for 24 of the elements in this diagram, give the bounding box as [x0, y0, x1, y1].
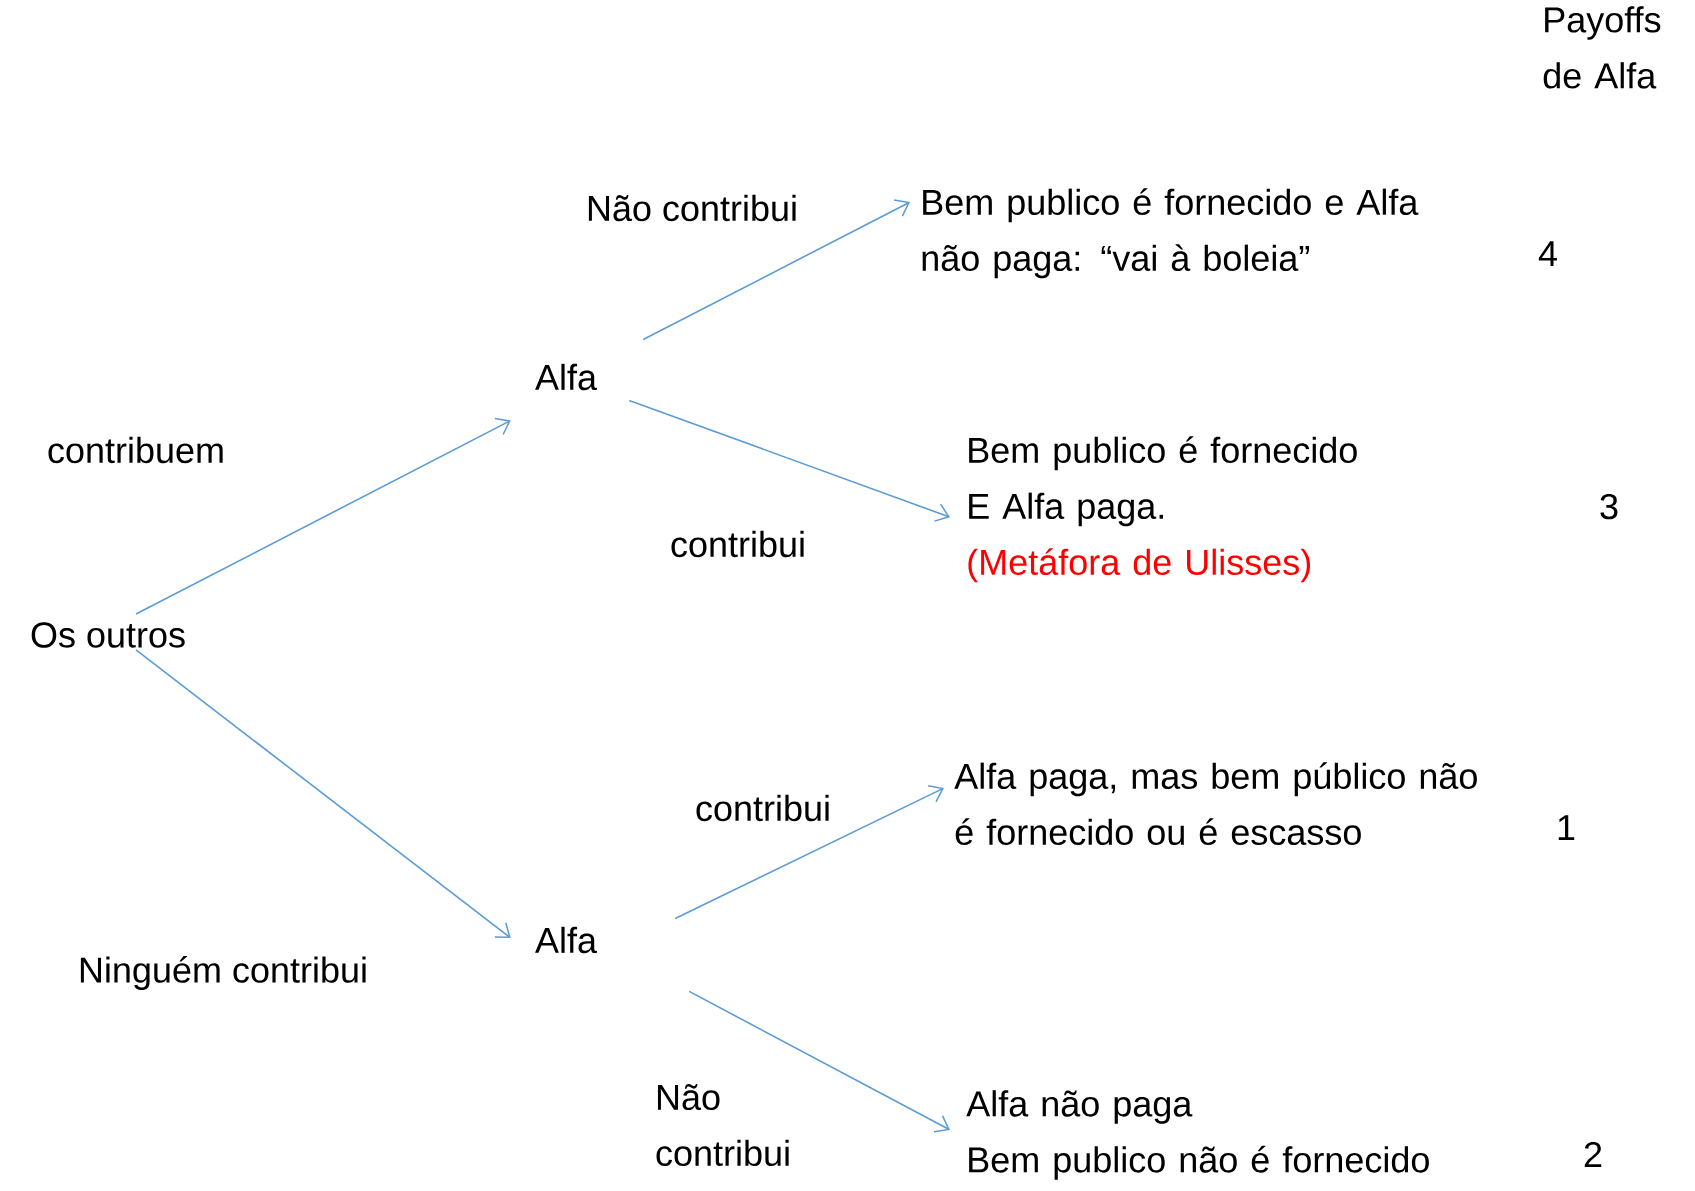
payoff-value: 4 [1538, 241, 1557, 266]
edge-label: Não contribui [588, 194, 796, 222]
arrow [674, 784, 944, 920]
player-label: Alfa [535, 363, 597, 391]
payoff-value: 3 [1600, 493, 1618, 520]
payoff-value: 1 [1558, 815, 1575, 840]
arrow [642, 199, 910, 341]
edge-label: Ninguém contribui [80, 956, 366, 990]
outcome-text: Bem publico é fornecido E Alfa paga. (Metáfora de Ulisses) [968, 436, 1357, 583]
arrow [135, 649, 511, 938]
outcome-text: Alfa não paga Bem publico não é fornecido [966, 1090, 1429, 1180]
edge-label: contribuem [48, 436, 223, 464]
payoff-value: 2 [1584, 1141, 1602, 1167]
edge-label: contribui [671, 530, 804, 558]
edge-label: contribui [696, 794, 829, 822]
player-label: Alfa [535, 926, 597, 954]
player-label: Os outros [31, 622, 185, 648]
column-heading: Payoffs de Alfa [1543, 6, 1661, 89]
edge-label: Não contribui [656, 1083, 789, 1167]
arrow [628, 399, 950, 522]
arrow [135, 417, 511, 615]
outcome-text: Bem publico é fornecido e Alfa não paga: “vai à boleia” [922, 188, 1419, 279]
outcome-text: Alfa paga, mas bem público não é fornecido ou é escasso [954, 762, 1477, 846]
arrow [688, 990, 950, 1133]
